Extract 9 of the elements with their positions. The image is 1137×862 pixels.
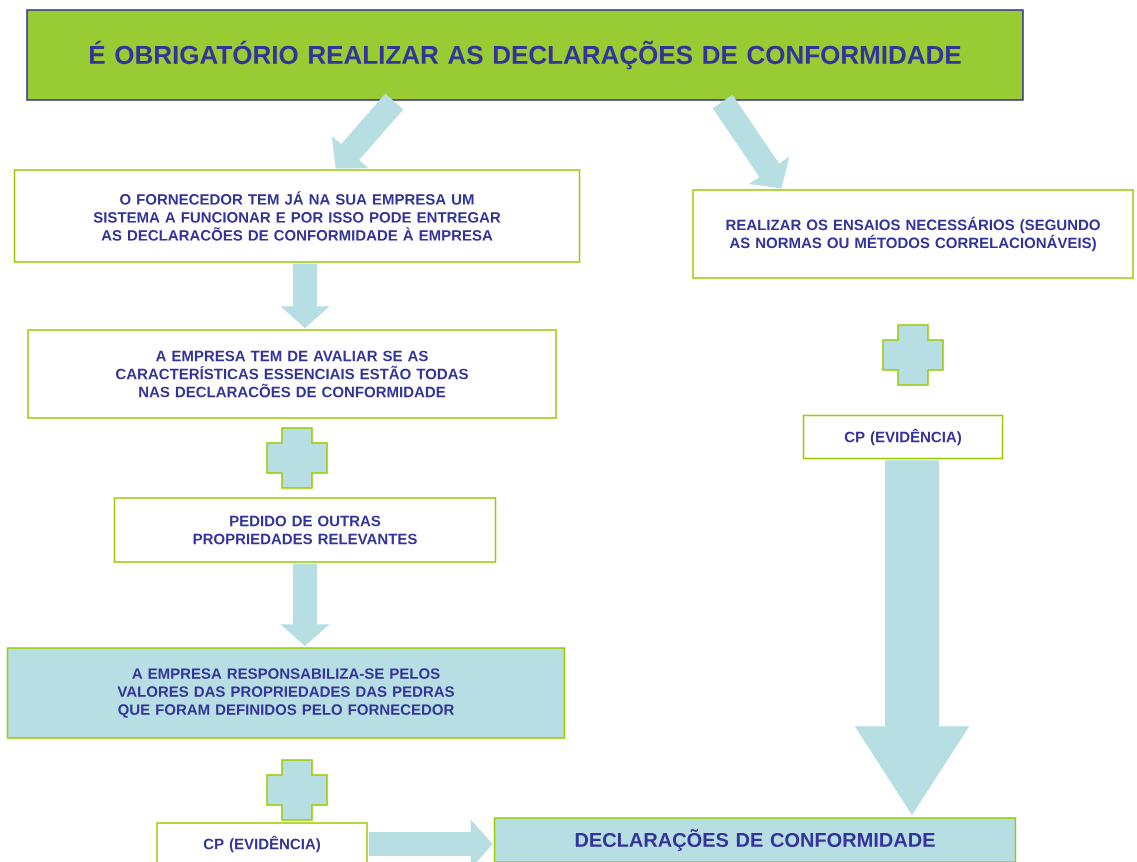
process-box: PEDIDO DE OUTRAS PROPRIEDADES RELEVANTES — [113, 497, 497, 563]
process-box: CP (EVIDÊNCIA) — [802, 414, 1004, 460]
process-box: DECLARAÇÕES DE CONFORMIDADE — [493, 817, 1017, 862]
block-arrow — [712, 94, 790, 189]
process-box: O FORNECEDOR TEM JÁ NA SUA EMPRESA UM SISTEMA A FUNCIONAR E POR ISSO PODE ENTREGAR AS DECLARACÕES DE CONFORMIDADE À EMPRESA — [13, 169, 581, 263]
title-box: É OBRIGATÓRIO REALIZAR AS DECLARAÇÕES DE CONFORMIDADE — [26, 9, 1024, 101]
process-box: A EMPRESA TEM DE AVALIAR SE AS CARACTERÍSTICAS ESSENCIAIS ESTÃO TODAS NAS DECLARACÕES DE CONFORMIDADE — [27, 329, 557, 419]
process-box: REALIZAR OS ENSAIOS NECESSÁRIOS (SEGUNDO AS NORMAS OU MÉTODOS CORRELACIONÁVEIS) — [692, 189, 1134, 279]
process-box: CP (EVIDÊNCIA) — [156, 822, 368, 862]
